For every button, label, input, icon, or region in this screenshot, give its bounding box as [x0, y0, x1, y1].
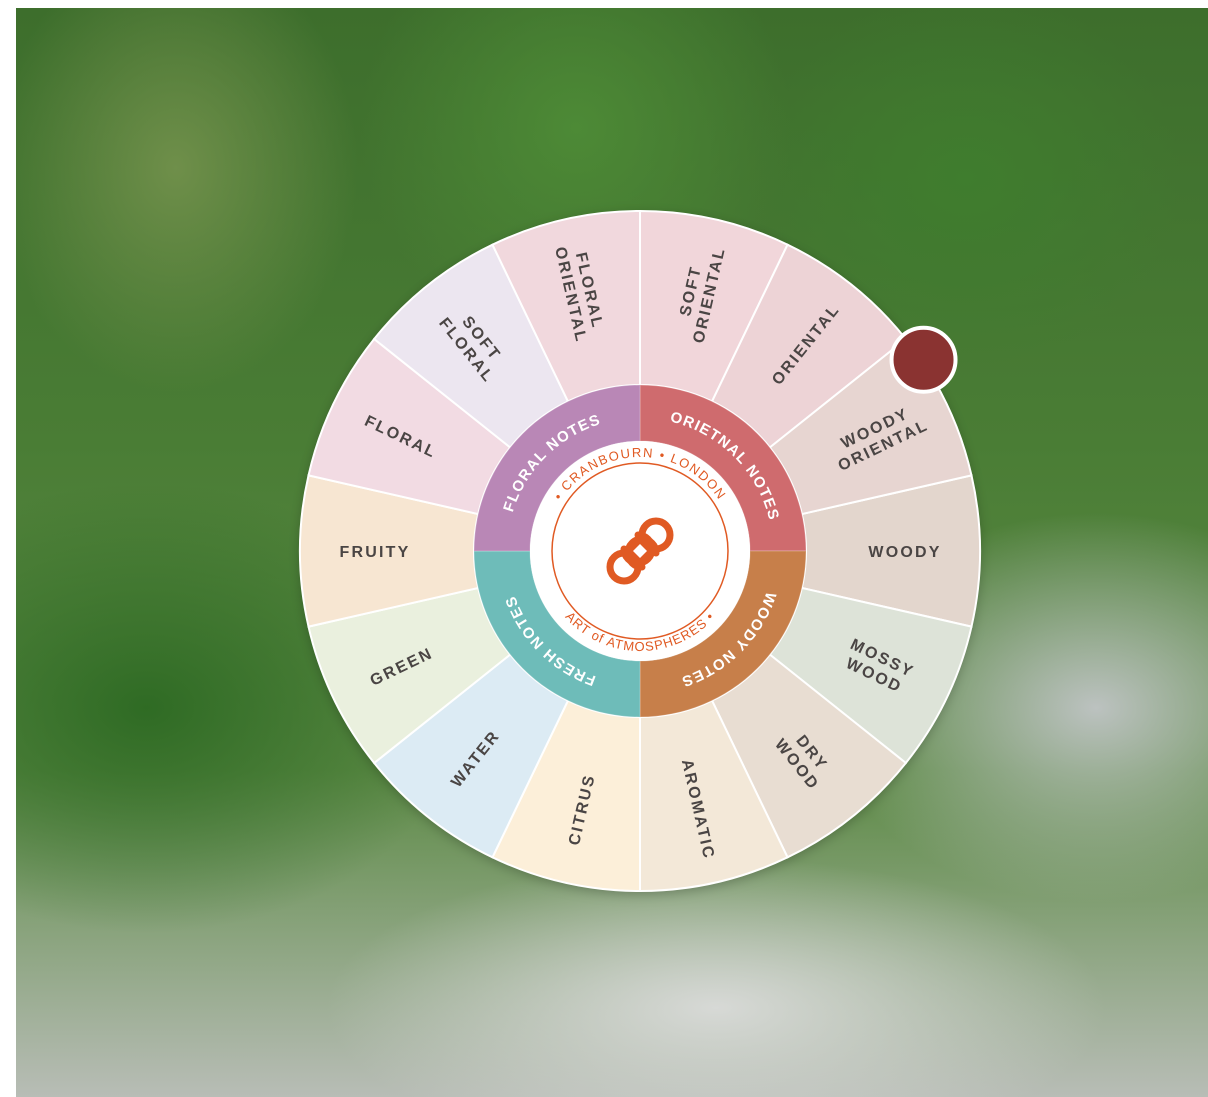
- outer-ring: WOODYMOSSYWOODDRYWOODAROMATICCITRUSWATER…: [299, 209, 981, 893]
- logo-ring: [551, 462, 729, 640]
- selection-marker[interactable]: [889, 325, 958, 394]
- center-logo: • CRANBOURN • LONDON ART of ATMOSPHERES …: [530, 441, 750, 661]
- segment-label-fruity: FRUITY: [340, 544, 411, 561]
- brand-emblem-icon: [606, 517, 674, 585]
- segment-label-woody: WOODY: [868, 544, 941, 561]
